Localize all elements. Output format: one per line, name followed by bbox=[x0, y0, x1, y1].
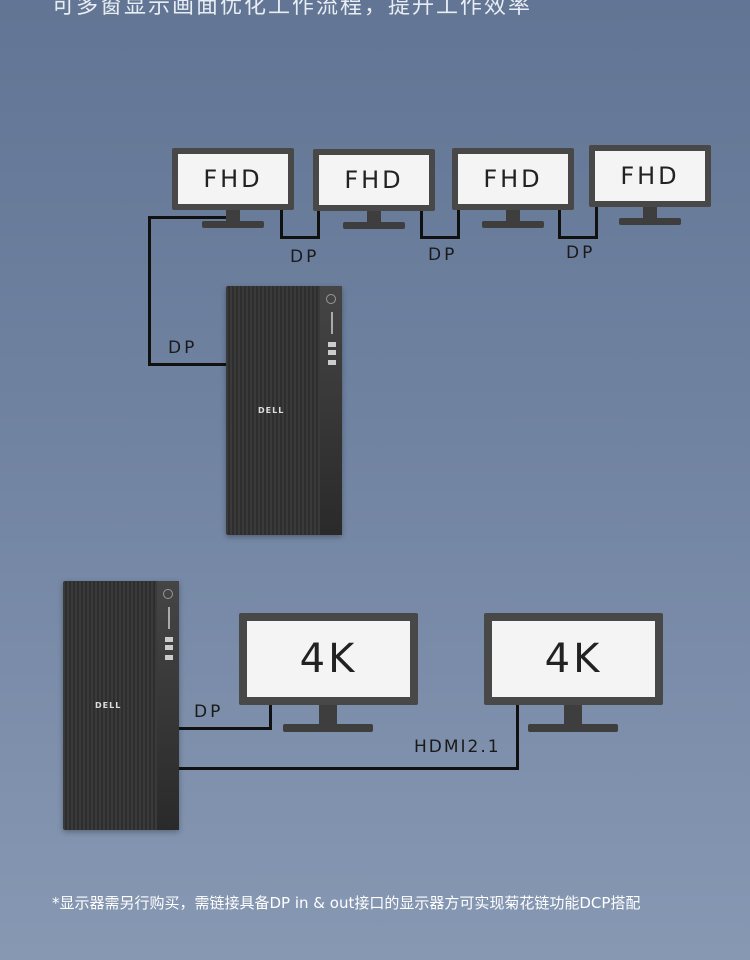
dell-logo: DELL bbox=[95, 701, 122, 710]
link-label: DP bbox=[194, 702, 224, 722]
cable-pc-stub bbox=[148, 363, 228, 366]
link-label: DP bbox=[290, 247, 320, 267]
cable-pc-to-4k-dp bbox=[178, 700, 272, 730]
link-label: DP bbox=[428, 245, 458, 265]
link-label: DP bbox=[566, 243, 596, 263]
monitor-4k: 4K bbox=[484, 613, 663, 735]
cable-pc-to-4k-hdmi bbox=[178, 700, 519, 770]
link-label: HDMI2.1 bbox=[414, 737, 501, 757]
subtitle: 可多窗显示画面优化工作流程，提升工作效率 bbox=[52, 0, 533, 19]
monitor-fhd: FHD bbox=[452, 148, 574, 230]
link-label: DP bbox=[168, 338, 198, 358]
cable-m2-m3 bbox=[420, 205, 460, 239]
monitor-fhd: FHD bbox=[589, 145, 711, 227]
dell-logo: DELL bbox=[258, 406, 285, 415]
monitor-fhd: FHD bbox=[172, 148, 294, 230]
cable-m1-m2 bbox=[280, 205, 320, 239]
power-button-icon bbox=[326, 294, 336, 304]
cable-m3-m4 bbox=[558, 205, 598, 239]
monitor-fhd: FHD bbox=[313, 149, 435, 231]
monitor-4k: 4K bbox=[239, 613, 418, 735]
desktop-pc: DELL bbox=[63, 581, 179, 830]
desktop-pc: DELL bbox=[226, 286, 342, 535]
power-button-icon bbox=[163, 589, 173, 599]
footnote: *显示器需另行购买，需链接具备DP in & out接口的显示器方可实现菊花链功… bbox=[52, 894, 641, 912]
